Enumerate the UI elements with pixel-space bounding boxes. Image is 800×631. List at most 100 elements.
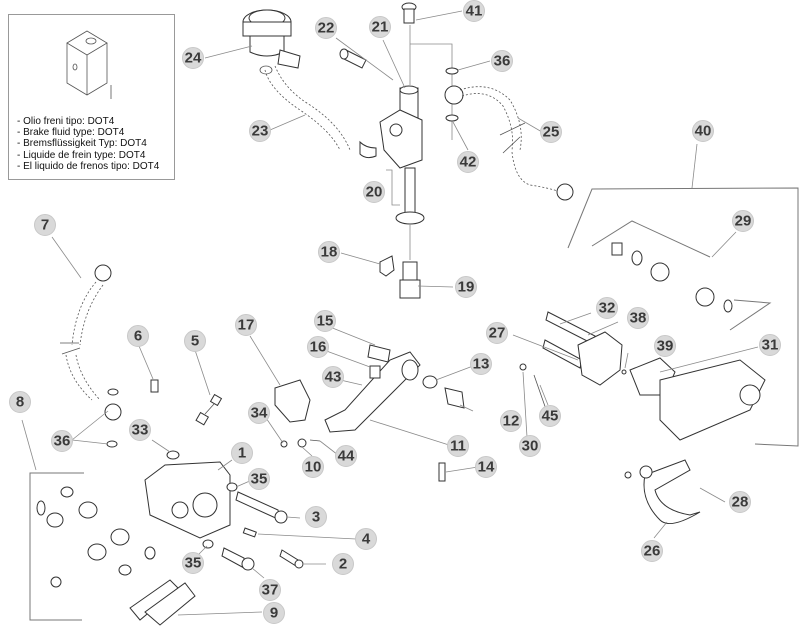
callout-17[interactable]: 17 bbox=[235, 314, 257, 336]
callout-26[interactable]: 26 bbox=[641, 540, 663, 562]
callout-18[interactable]: 18 bbox=[318, 241, 340, 263]
callout-label: 38 bbox=[630, 310, 647, 327]
brake-pedal-11 bbox=[324, 351, 421, 433]
brake-hose-7 bbox=[60, 264, 122, 448]
callout-27[interactable]: 27 bbox=[486, 322, 508, 344]
callout-13[interactable]: 13 bbox=[470, 353, 492, 375]
clevis-19 bbox=[399, 261, 421, 299]
callout-label: 2 bbox=[339, 556, 347, 573]
banjo-fitting-22 bbox=[339, 48, 367, 69]
callout-12[interactable]: 12 bbox=[500, 410, 522, 432]
callout-7[interactable]: 7 bbox=[34, 214, 56, 236]
callout-4[interactable]: 4 bbox=[355, 528, 377, 550]
callout-35-lower[interactable]: 35 bbox=[182, 552, 204, 574]
callout-21[interactable]: 21 bbox=[369, 16, 391, 38]
push-rod-assembly bbox=[395, 167, 425, 260]
callout-2[interactable]: 2 bbox=[332, 553, 354, 575]
callout-6[interactable]: 6 bbox=[127, 325, 149, 347]
callout-39[interactable]: 39 bbox=[654, 335, 676, 357]
reservoir-hose bbox=[259, 65, 351, 151]
callout-label: 37 bbox=[262, 582, 279, 599]
callout-11[interactable]: 11 bbox=[447, 435, 469, 457]
callout-label: 34 bbox=[251, 405, 268, 422]
callout-label: 40 bbox=[695, 123, 712, 140]
callout-28[interactable]: 28 bbox=[729, 491, 751, 513]
callout-label: 42 bbox=[460, 154, 477, 171]
callout-35-upper[interactable]: 35 bbox=[248, 468, 270, 490]
callout-34[interactable]: 34 bbox=[248, 402, 270, 424]
callout-30[interactable]: 30 bbox=[519, 435, 541, 457]
callout-19[interactable]: 19 bbox=[455, 276, 477, 298]
callout-label: 6 bbox=[134, 328, 142, 345]
bleeder-41 bbox=[401, 2, 453, 140]
callout-label: 43 bbox=[325, 369, 342, 386]
callout-label: 22 bbox=[318, 20, 335, 37]
callout-label: 4 bbox=[362, 531, 371, 548]
callout-label: 3 bbox=[312, 509, 320, 526]
callout-36-upper[interactable]: 36 bbox=[491, 50, 513, 72]
callout-label: 28 bbox=[732, 494, 749, 511]
callout-16[interactable]: 16 bbox=[307, 336, 329, 358]
callout-label: 15 bbox=[317, 313, 334, 330]
callout-40[interactable]: 40 bbox=[692, 120, 714, 142]
callout-label: 30 bbox=[522, 438, 539, 455]
callout-45[interactable]: 45 bbox=[539, 405, 561, 427]
note-line-de: - Bremsflüssigkeit Typ: DOT4 bbox=[17, 138, 147, 150]
callout-label: 27 bbox=[489, 325, 506, 342]
callout-3[interactable]: 3 bbox=[305, 506, 327, 528]
rear-caliper-assembly-40 bbox=[519, 187, 799, 447]
callout-label: 29 bbox=[735, 213, 752, 230]
callout-label: 36 bbox=[54, 433, 71, 450]
callout-8[interactable]: 8 bbox=[9, 391, 31, 413]
callout-label: 17 bbox=[238, 317, 255, 334]
callout-label: 39 bbox=[657, 338, 674, 355]
callout-label: 35 bbox=[185, 555, 202, 572]
callout-10[interactable]: 10 bbox=[302, 456, 324, 478]
callout-9[interactable]: 9 bbox=[263, 602, 285, 624]
callout-22[interactable]: 22 bbox=[315, 17, 337, 39]
callout-label: 11 bbox=[450, 438, 466, 455]
callout-5[interactable]: 5 bbox=[184, 330, 206, 352]
callout-label: 5 bbox=[191, 333, 199, 350]
rear-caliper-1 bbox=[144, 450, 231, 539]
callout-label: 31 bbox=[762, 337, 779, 354]
pad-pin-5 bbox=[195, 393, 223, 426]
pedal-step-17 bbox=[274, 379, 311, 423]
callout-label: 44 bbox=[338, 448, 355, 465]
disc-guard-26 bbox=[624, 459, 701, 525]
callout-label: 12 bbox=[503, 413, 520, 430]
callout-36-lower[interactable]: 36 bbox=[51, 430, 73, 452]
bolt-16 bbox=[369, 365, 381, 379]
callout-24[interactable]: 24 bbox=[182, 47, 204, 69]
fluid-container-illustration bbox=[66, 30, 112, 99]
note-line-fr: - Liquide de frein type: DOT4 bbox=[17, 149, 146, 161]
callout-32[interactable]: 32 bbox=[596, 297, 618, 319]
callout-label: 26 bbox=[644, 543, 661, 560]
callout-label: 23 bbox=[252, 123, 269, 140]
callout-41[interactable]: 41 bbox=[463, 0, 485, 22]
screw-2 bbox=[279, 549, 304, 569]
callout-44[interactable]: 44 bbox=[335, 445, 357, 467]
callout-20[interactable]: 20 bbox=[363, 181, 385, 203]
callout-label: 9 bbox=[270, 605, 278, 622]
master-cylinder-reservoir bbox=[242, 9, 301, 69]
callout-42[interactable]: 42 bbox=[457, 151, 479, 173]
callout-33[interactable]: 33 bbox=[129, 419, 151, 441]
callout-43[interactable]: 43 bbox=[322, 366, 344, 388]
bleed-valve-6 bbox=[150, 379, 159, 393]
callout-23[interactable]: 23 bbox=[249, 120, 271, 142]
callout-label: 41 bbox=[466, 3, 483, 20]
callout-31[interactable]: 31 bbox=[759, 334, 781, 356]
callout-label: 1 bbox=[238, 445, 246, 462]
callout-15[interactable]: 15 bbox=[314, 310, 336, 332]
callout-25[interactable]: 25 bbox=[540, 121, 562, 143]
callout-1[interactable]: 1 bbox=[231, 442, 253, 464]
callout-label: 24 bbox=[185, 50, 202, 67]
callout-38[interactable]: 38 bbox=[627, 307, 649, 329]
callout-label: 8 bbox=[16, 394, 24, 411]
note-line-es: - El liquido de frenos tipo: DOT4 bbox=[17, 160, 160, 172]
callout-29[interactable]: 29 bbox=[732, 210, 754, 232]
callout-14[interactable]: 14 bbox=[475, 456, 497, 478]
callout-37[interactable]: 37 bbox=[259, 579, 281, 601]
